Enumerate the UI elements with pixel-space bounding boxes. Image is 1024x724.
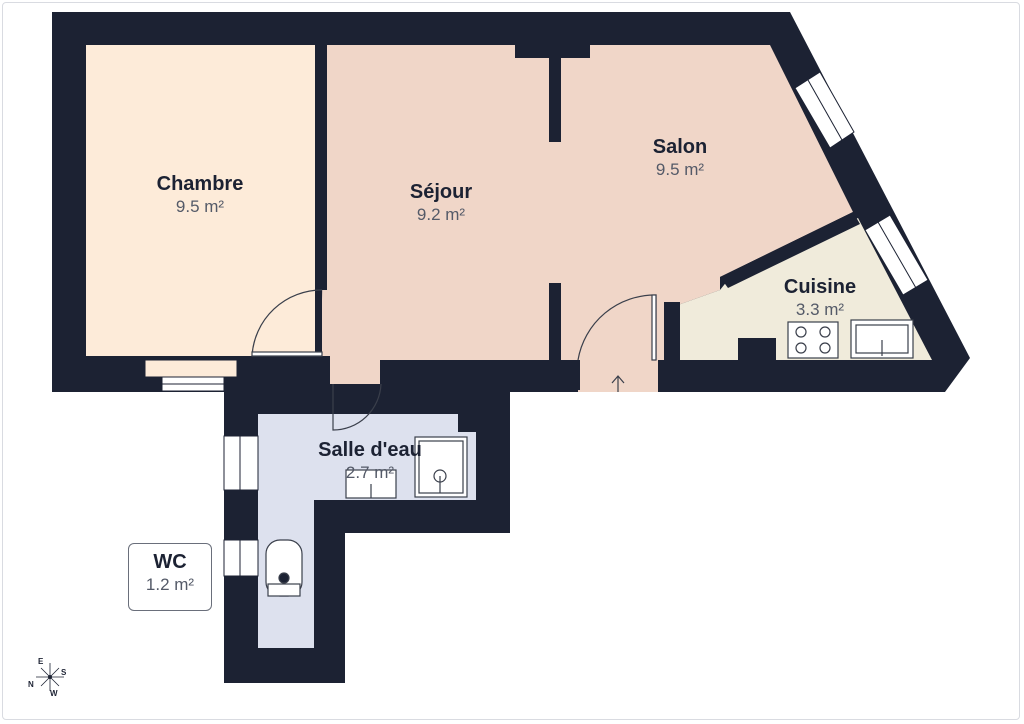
compass-east: E (38, 657, 44, 666)
door-entrance (577, 294, 657, 361)
fixtures (265, 319, 914, 597)
room-name: Chambre (156, 173, 244, 195)
doors (251, 289, 657, 431)
room-fill-chambre (86, 45, 315, 356)
compass-icon (36, 663, 64, 691)
room-area: 3.3 m² (795, 300, 845, 319)
room-area: 9.5 m² (655, 160, 705, 179)
window-wc (223, 539, 259, 577)
room-fill-sejour-salon (322, 45, 853, 392)
room-name: Séjour (409, 181, 473, 203)
room-label-sejour: Séjour 9.2 m² (410, 180, 472, 226)
door-chambre (251, 289, 323, 357)
compass-north: N (28, 680, 34, 689)
room-name: Salle d'eau (318, 439, 422, 461)
room-label-wc: WC 1.2 m² (128, 543, 212, 611)
compass-south: S (61, 668, 67, 677)
compass-rose: E S N W (28, 655, 72, 699)
door-salle-deau (332, 383, 382, 431)
room-area: 9.2 m² (416, 205, 466, 224)
room-name: WC (153, 551, 187, 573)
room-name: Salon (652, 136, 708, 158)
room-area: 1.2 m² (145, 575, 195, 594)
interior-walls (236, 45, 938, 392)
room-label-salle-deau: Salle d'eau 2.7 m² (318, 438, 422, 484)
room-label-chambre: Chambre 9.5 m² (157, 172, 244, 218)
room-label-salon: Salon 9.5 m² (653, 135, 707, 181)
window-salle-deau (223, 435, 259, 491)
room-label-cuisine: Cuisine 3.3 m² (784, 275, 856, 321)
window-chambre (144, 359, 238, 378)
stove (787, 321, 839, 359)
compass-west: W (50, 689, 58, 698)
room-area: 9.5 m² (175, 197, 225, 216)
windows (144, 71, 929, 577)
room-area: 2.7 m² (345, 463, 395, 482)
room-name: Cuisine (783, 276, 857, 298)
